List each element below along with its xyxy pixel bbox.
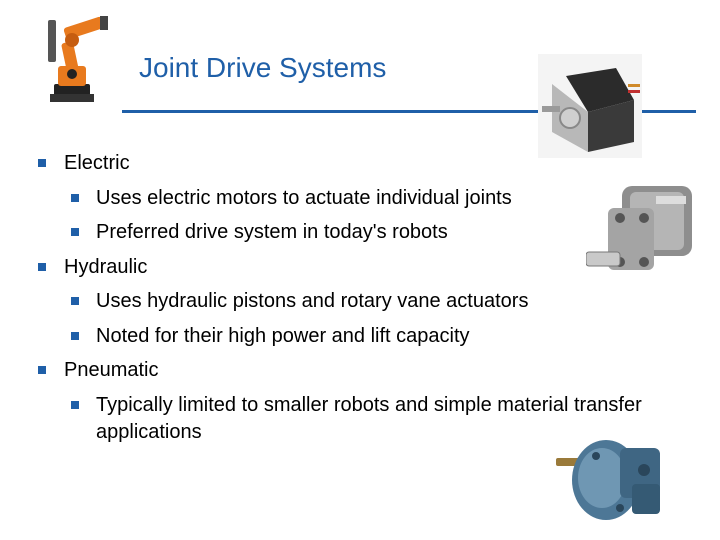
bullet-marker [71,297,79,305]
sub-bullet: Preferred drive system in today's robots [36,215,676,250]
bullet-marker [38,159,46,167]
bullet-marker [38,366,46,374]
stepper-motor-image [538,54,642,158]
sub-bullet: Uses electric motors to actuate individu… [36,181,676,216]
sub-bullet-text: Typically limited to smaller robots and … [96,393,642,443]
sub-bullet-text: Uses hydraulic pistons and rotary vane a… [96,290,529,312]
sub-bullet: Noted for their high power and lift capa… [36,319,676,354]
robot-arm-image [48,16,108,102]
bullet-hydraulic: Hydraulic [36,250,676,285]
bullet-marker [71,228,79,236]
sub-bullet-text: Preferred drive system in today's robots [96,221,448,243]
bullet-text: Electric [64,152,130,174]
sub-bullet-text: Uses electric motors to actuate individu… [96,186,512,209]
bullet-marker [71,400,79,409]
bullet-pneumatic: Pneumatic [36,353,676,388]
bullet-text: Pneumatic [64,359,159,381]
bullet-marker [71,331,79,340]
bullet-list: Electric Uses electric motors to actuate… [36,146,676,446]
bullet-text: Hydraulic [64,255,148,278]
sub-bullet-text: Noted for their high power and lift capa… [96,324,470,347]
bullet-marker [71,193,79,202]
sub-bullet: Typically limited to smaller robots and … [36,388,676,446]
pneumatic-motor-image [556,440,660,520]
bullet-electric: Electric [36,146,676,181]
title-underline [122,110,540,113]
bullet-marker [38,262,46,271]
sub-bullet: Uses hydraulic pistons and rotary vane a… [36,284,676,319]
hydraulic-motor-image [586,186,692,270]
title-underline-right [642,110,696,113]
slide-title: Joint Drive Systems [139,52,387,83]
